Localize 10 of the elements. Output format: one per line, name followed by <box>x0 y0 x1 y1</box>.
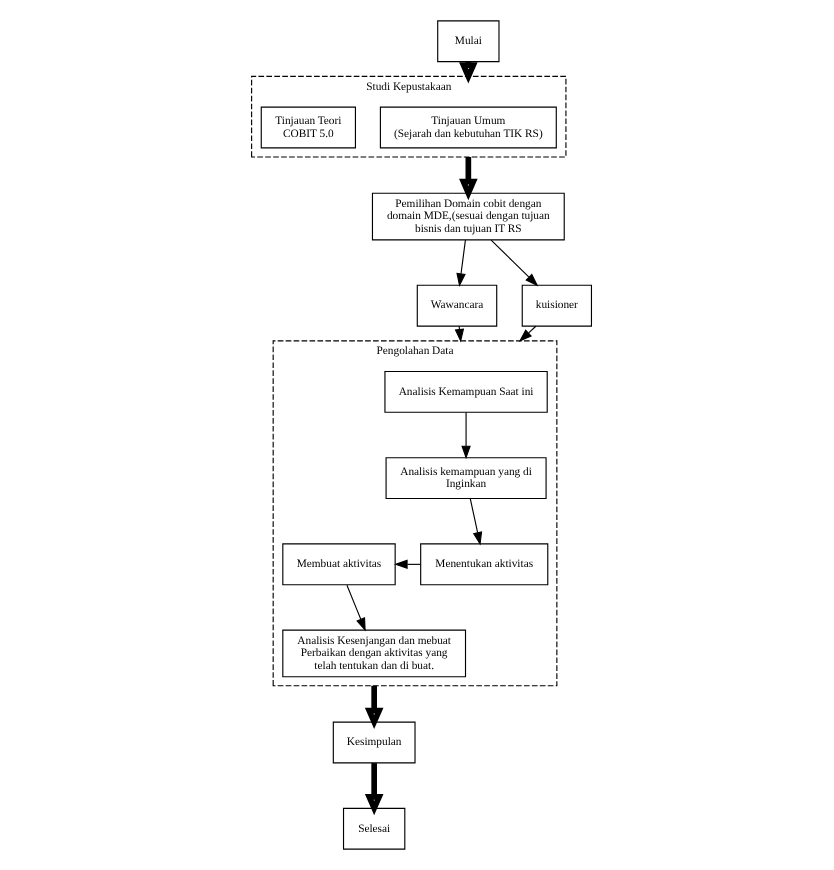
arrow <box>459 157 478 201</box>
arrow <box>518 325 537 342</box>
arrow <box>364 685 384 730</box>
arrow <box>490 239 539 287</box>
arrow <box>454 325 465 343</box>
arrow <box>461 411 471 460</box>
arrow <box>469 498 483 546</box>
arrow <box>346 584 366 632</box>
arrow <box>456 239 466 287</box>
arrow <box>364 763 384 816</box>
